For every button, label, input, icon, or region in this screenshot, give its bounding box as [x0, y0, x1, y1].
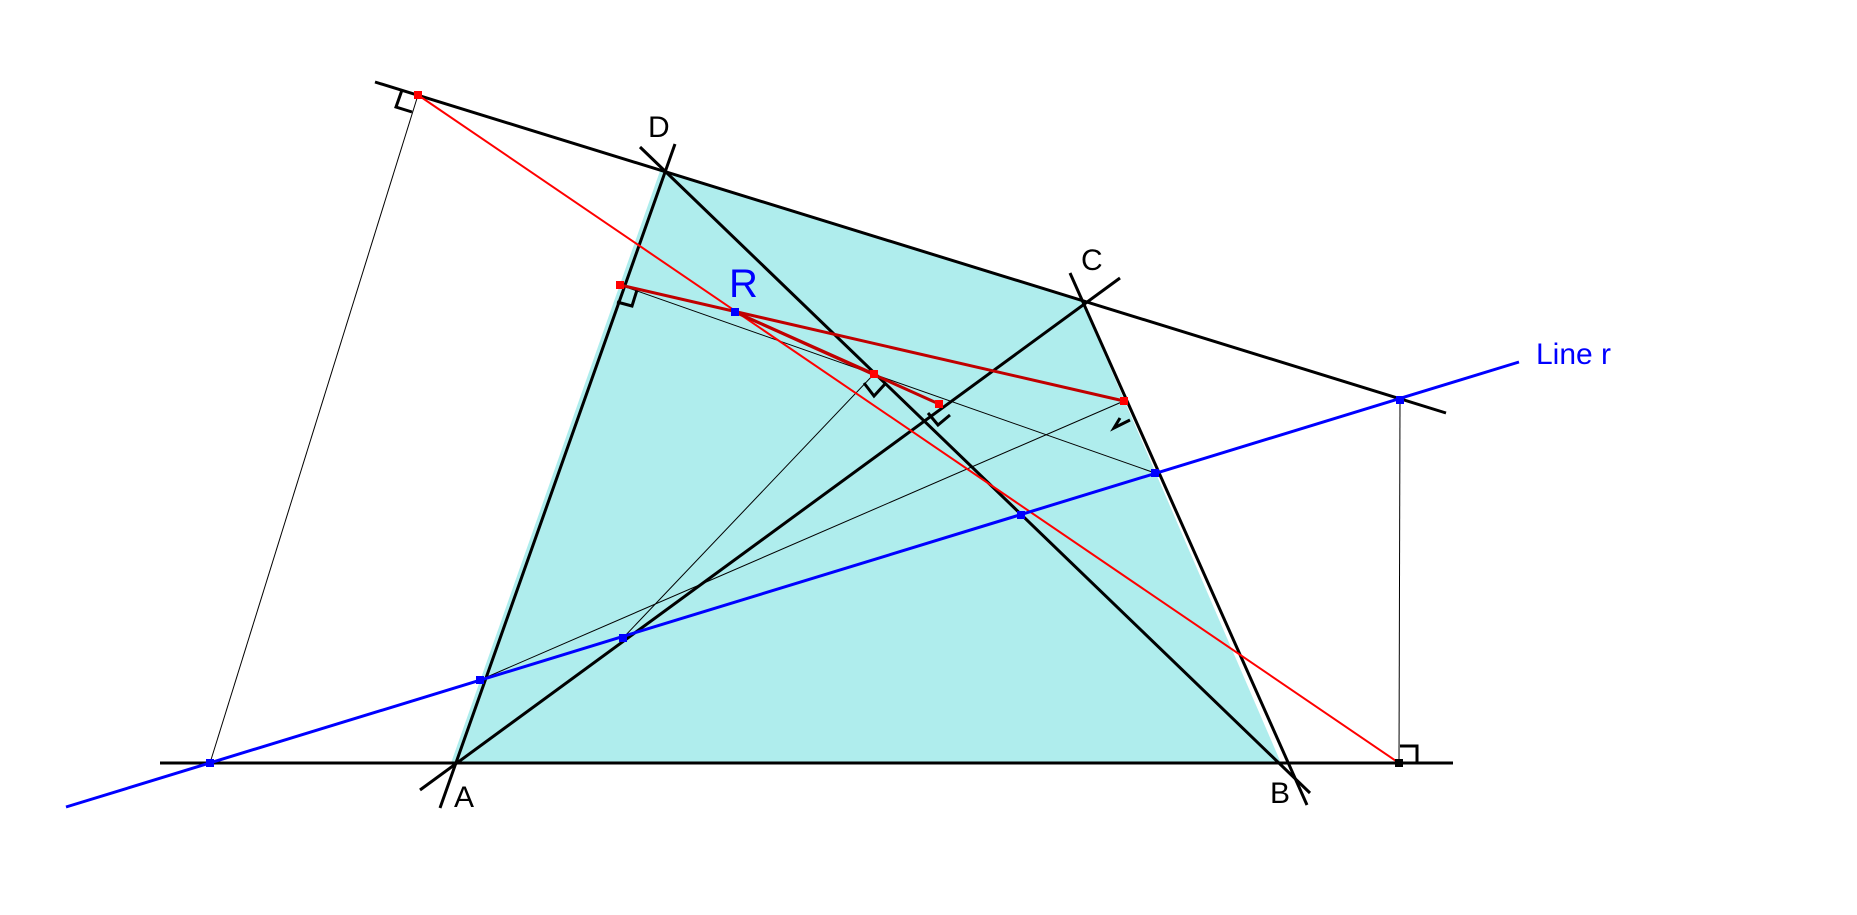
right-angle-mark-base: [1400, 744, 1419, 763]
right-angle-mark-mid2: [926, 412, 951, 428]
right-angle-mark-ad: [616, 289, 639, 308]
blue-point-bc[interactable]: [1151, 469, 1159, 477]
red-point-bc[interactable]: [1120, 397, 1128, 405]
thin-line-1: [619, 284, 1156, 474]
red-point-top[interactable]: [414, 91, 422, 99]
blue-point-bd[interactable]: [1017, 511, 1025, 519]
line-r-label: Line r: [1536, 338, 1612, 371]
right-angle-mark-top: [394, 89, 413, 114]
vertex-label-d: D: [648, 111, 670, 144]
blue-points: [206, 308, 1404, 767]
black-lines: [160, 80, 1453, 809]
red-point-mid1[interactable]: [870, 370, 878, 378]
thin-line-3: [622, 373, 875, 639]
dark-red-lines: [619, 283, 1125, 406]
point-label-r: R: [729, 262, 758, 306]
dark-red-line-ad-bc: [619, 283, 1125, 403]
blue-point-ad[interactable]: [476, 676, 484, 684]
red-line-long: [417, 94, 1400, 764]
black-point-base[interactable]: [1395, 759, 1403, 767]
perpendicular-right: [1398, 399, 1401, 764]
side-ad: [438, 143, 677, 809]
red-point-mid2[interactable]: [935, 400, 943, 408]
vertex-label-b: B: [1270, 777, 1291, 810]
right-angle-mark-mid1: [862, 382, 887, 399]
blue-point-top[interactable]: [1396, 396, 1404, 404]
red-point-ad[interactable]: [616, 281, 624, 289]
thin-construction-lines: [209, 94, 1401, 764]
blue-point-ac[interactable]: [619, 634, 627, 642]
point-r[interactable]: [731, 308, 739, 316]
dark-red-line-r-mid2: [734, 310, 940, 406]
blue-point-base[interactable]: [206, 759, 214, 767]
vertex-label-c: C: [1081, 244, 1103, 277]
right-angle-mark-bc: [1110, 417, 1131, 432]
perpendicular-left: [209, 94, 419, 764]
line-r: [65, 360, 1520, 809]
diagonal-ac: [419, 276, 1121, 792]
vertex-label-a: A: [454, 781, 475, 814]
side-bc: [1068, 272, 1309, 806]
right-angle-marks: [394, 89, 1419, 763]
diagonal-bd: [638, 145, 1312, 795]
thin-line-2: [479, 400, 1125, 681]
red-points: [414, 91, 1128, 408]
top-line-dc: [374, 80, 1447, 415]
